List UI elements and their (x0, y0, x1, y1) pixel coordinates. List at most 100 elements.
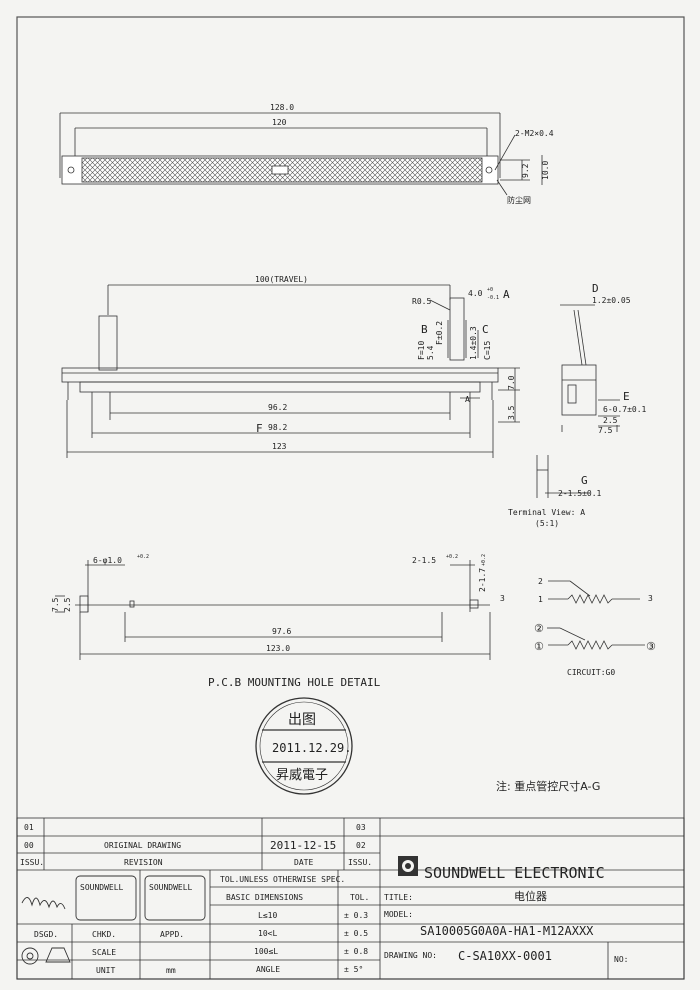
terminal-view (536, 304, 620, 498)
tol-row-2-tol: ± 0.5 (344, 929, 368, 938)
rev-row-2-num: 00 (24, 841, 34, 850)
circuit-pin3: 3 (648, 594, 653, 603)
tol-row-1-tol: ± 0.3 (344, 911, 368, 920)
side-dim-123: 123 (272, 442, 287, 451)
terminal-g-label: G (581, 474, 588, 487)
side-dim-982: 98.2 (268, 423, 287, 432)
tol-row-1-dim: L≤10 (258, 911, 277, 920)
side-dim-travel: 100(TRAVEL) (255, 275, 308, 284)
terminal-scale: (5:1) (535, 519, 559, 528)
top-dim-h2: 10.0 (541, 161, 550, 180)
tol-row-4-tol: ± 5° (344, 965, 363, 974)
side-c-label: C (482, 323, 489, 336)
terminal-d-dim: 1.2±0.05 (592, 296, 631, 305)
pcb-dim-3: 3 (500, 594, 505, 603)
rev-row-3-code: ISSU. (348, 858, 372, 867)
stamp-bottom: 昇威電子 (276, 768, 328, 783)
drawing-label: DRAWING NO: (384, 951, 437, 960)
pcb-dim-75: 7.5 (51, 597, 60, 612)
side-b-dim2: F±0.2 (435, 321, 444, 345)
top-dim-holes: 120 (272, 118, 287, 127)
tol-row-2-dim: 10<L (258, 929, 277, 938)
appd-label: APPD. (160, 930, 184, 939)
top-note-cn: 防尘网 (507, 195, 531, 205)
top-dim-overall: 128.0 (270, 103, 294, 112)
side-view (61, 284, 520, 458)
side-a-arrow: A (465, 395, 470, 404)
signature-area (21, 875, 206, 965)
terminal-d-label: D (592, 282, 599, 295)
pcb-caption: P.C.B MOUNTING HOLE DETAIL (208, 676, 381, 689)
pcb-dim-2-17-tol: +0.2 (481, 554, 487, 566)
terminal-dim-75: 7.5 (598, 426, 613, 435)
tol-label: TOL. (350, 893, 369, 902)
rev-row-2-code: 02 (356, 841, 366, 850)
tol-row-3-tol: ± 0.8 (344, 947, 368, 956)
terminal-dim-25: 2.5 (603, 416, 618, 425)
side-a-tol-sub: -0.1 (487, 295, 499, 301)
rev-row-2-date: 2011-12-15 (270, 839, 336, 852)
terminal-caption: Terminal View: A (508, 508, 585, 517)
circuit-diagram (547, 580, 645, 650)
circuit-pin2: 2 (538, 577, 543, 586)
side-a-label: A (503, 288, 510, 301)
circuit-cpin3: ③ (646, 640, 656, 653)
dsgd-label: DSGD. (34, 930, 58, 939)
side-a-tol: 4.0 (468, 289, 483, 298)
stamp-top: 出图 (288, 712, 316, 728)
scale-label: SCALE (92, 948, 116, 957)
unit-label: UNIT (96, 966, 115, 975)
side-dim-962: 96.2 (268, 403, 287, 412)
model-value: SA10005G0A0A-HA1-M12AXXX (420, 924, 594, 938)
rev-row-1-num: 01 (24, 823, 34, 832)
side-b-label: B (421, 323, 428, 336)
tol-header: TOL.UNLESS OTHERWISE SPEC. (220, 875, 345, 884)
unit-value: mm (166, 966, 176, 975)
circuit-cpin2: ② (534, 622, 544, 635)
side-dim-35: 3.5 (507, 405, 516, 420)
terminal-e-dim: 6-0.7±0.1 (603, 405, 647, 414)
side-c-label2: C=15 (483, 341, 492, 360)
rev-row-3-desc: REVISION (124, 858, 163, 867)
model-label: MODEL: (384, 910, 413, 919)
pcb-dim-1230: 123.0 (266, 644, 290, 653)
side-f-label: F=10 (417, 341, 426, 360)
no-label: NO: (614, 955, 628, 964)
pcb-holes-left: 6-φ1.0 (93, 556, 122, 565)
pcb-dim-976: 97.6 (272, 627, 291, 636)
rev-row-3-date: DATE (294, 858, 313, 867)
title-label: TITLE: (384, 893, 413, 902)
side-a-tol-sup: +0 (487, 287, 493, 293)
side-f-prefix: F (256, 422, 263, 435)
sig-stamp-2: SOUNDWELL (149, 883, 193, 892)
pcb-view (55, 560, 491, 660)
side-c-dim: 1.4±0.3 (469, 326, 478, 360)
company-logo (398, 856, 418, 876)
pcb-holes-right-tol: +0.2 (446, 554, 458, 560)
control-note: 注: 重点管控尺寸A-G (496, 779, 600, 793)
stamp-date: 2011.12.29. (272, 741, 351, 755)
approval-stamp (255, 697, 353, 795)
title-block-lines (16, 817, 685, 980)
top-view (59, 112, 543, 196)
terminal-g-dim: 2-1.5±0.1 (558, 489, 602, 498)
pcb-holes-right: 2-1.5 (412, 556, 436, 565)
pcb-holes-left-tol: +0.2 (137, 554, 149, 560)
pcb-dim-2-17: 2-1.7 (478, 568, 487, 592)
side-b-dim: 5.4 (426, 345, 435, 360)
rev-row-2-desc: ORIGINAL DRAWING (104, 841, 181, 850)
tol-basic-dims: BASIC DIMENSIONS (226, 893, 303, 902)
circuit-cpin1: ① (534, 640, 544, 653)
rev-row-1-code: 03 (356, 823, 366, 832)
rev-row-3-num: ISSU. (20, 858, 44, 867)
tol-row-3-dim: 100≤L (254, 947, 278, 956)
tol-row-4-dim: ANGLE (256, 965, 280, 974)
terminal-e-label: E (623, 390, 630, 403)
top-dim-thread: 2-M2×0.4 (515, 129, 554, 138)
circuit-pin1: 1 (538, 595, 543, 604)
side-r: R0.5 (412, 297, 431, 306)
side-dim-70: 7.0 (507, 375, 516, 390)
pcb-dim-25: 2.5 (63, 597, 72, 612)
sig-stamp-1: SOUNDWELL (80, 883, 124, 892)
